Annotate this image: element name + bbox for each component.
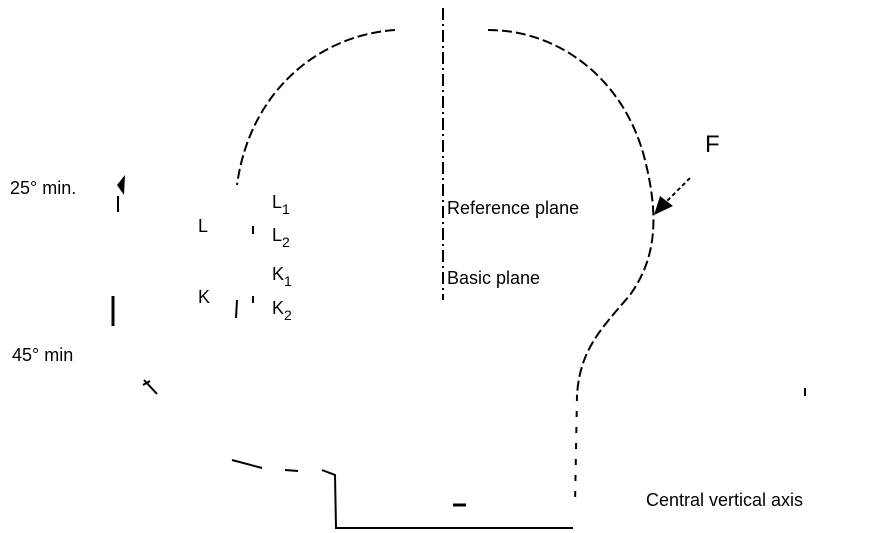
l1-label: L1 [272, 192, 290, 219]
force-line [662, 177, 691, 206]
force-arrowhead [654, 196, 673, 215]
angle-top-label: 25° min. [10, 178, 77, 198]
k2-base: K [272, 298, 285, 318]
dim-arrow-lower [142, 379, 158, 395]
k2-sub: 2 [284, 307, 292, 323]
l2-sub: 2 [282, 234, 290, 250]
head-outline-right [487, 29, 655, 396]
force-label: F [705, 131, 720, 158]
reference-plane-label: Reference plane [447, 198, 580, 218]
chin-contour [231, 459, 299, 472]
l1-base: L [272, 192, 283, 212]
l2-base: L [272, 225, 283, 245]
l1-sub: 1 [282, 201, 290, 217]
k1-sub: 1 [284, 273, 292, 289]
central-axis-label: Central vertical axis [646, 490, 804, 510]
head-outline-left [236, 29, 396, 186]
dim-arrow-top [117, 175, 125, 195]
k2-label: K2 [272, 298, 292, 325]
l-label: L [198, 216, 209, 236]
face-contour [235, 299, 238, 319]
k1-label: K1 [272, 264, 292, 291]
neck-outline-right [574, 394, 578, 506]
k1-base: K [272, 264, 285, 284]
basic-plane-label: Basic plane [447, 268, 541, 288]
l2-label: L2 [272, 225, 290, 252]
k-label: K [198, 287, 211, 307]
angle-bottom-label: 45° min [12, 345, 74, 365]
neck-base-line [321, 469, 573, 529]
